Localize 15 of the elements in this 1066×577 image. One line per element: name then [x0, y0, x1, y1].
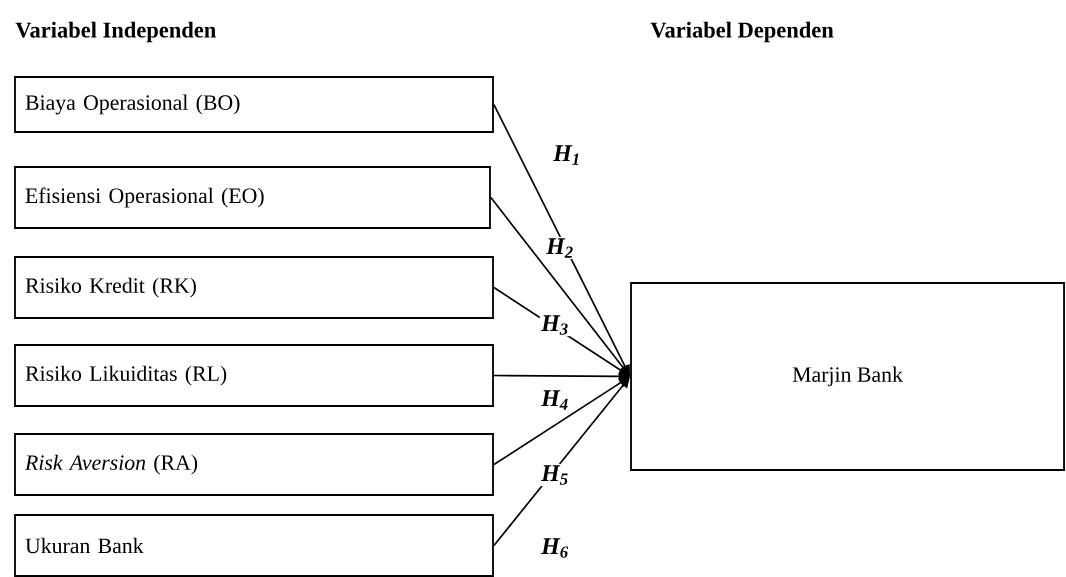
variable-box: Efisiensi Operasional (EO) [14, 166, 491, 229]
variable-box: Marjin Bank [630, 282, 1065, 471]
column-heading: Variabel Independen [15, 21, 216, 43]
edge-label: H$_{4}$ [539, 388, 571, 412]
column-heading: Variabel Dependen [650, 21, 834, 43]
variable-box: Risiko Likuiditas (RL) [14, 344, 494, 407]
edge-label: H$_{5}$ [539, 463, 571, 487]
variable-box: Biaya Operasional (BO) [14, 76, 494, 133]
edge-label: H$_{2}$ [544, 236, 576, 260]
edge-label: H$_{3}$ [539, 313, 571, 337]
edge-label: H$_{6}$ [539, 536, 571, 560]
variable-box: Risiko Kredit (RK) [14, 256, 494, 319]
edge-label: H$_{1}$ [551, 143, 583, 167]
variable-box: Risk Aversion (RA) [14, 433, 494, 496]
variable-box: Ukuran Bank [14, 514, 494, 577]
